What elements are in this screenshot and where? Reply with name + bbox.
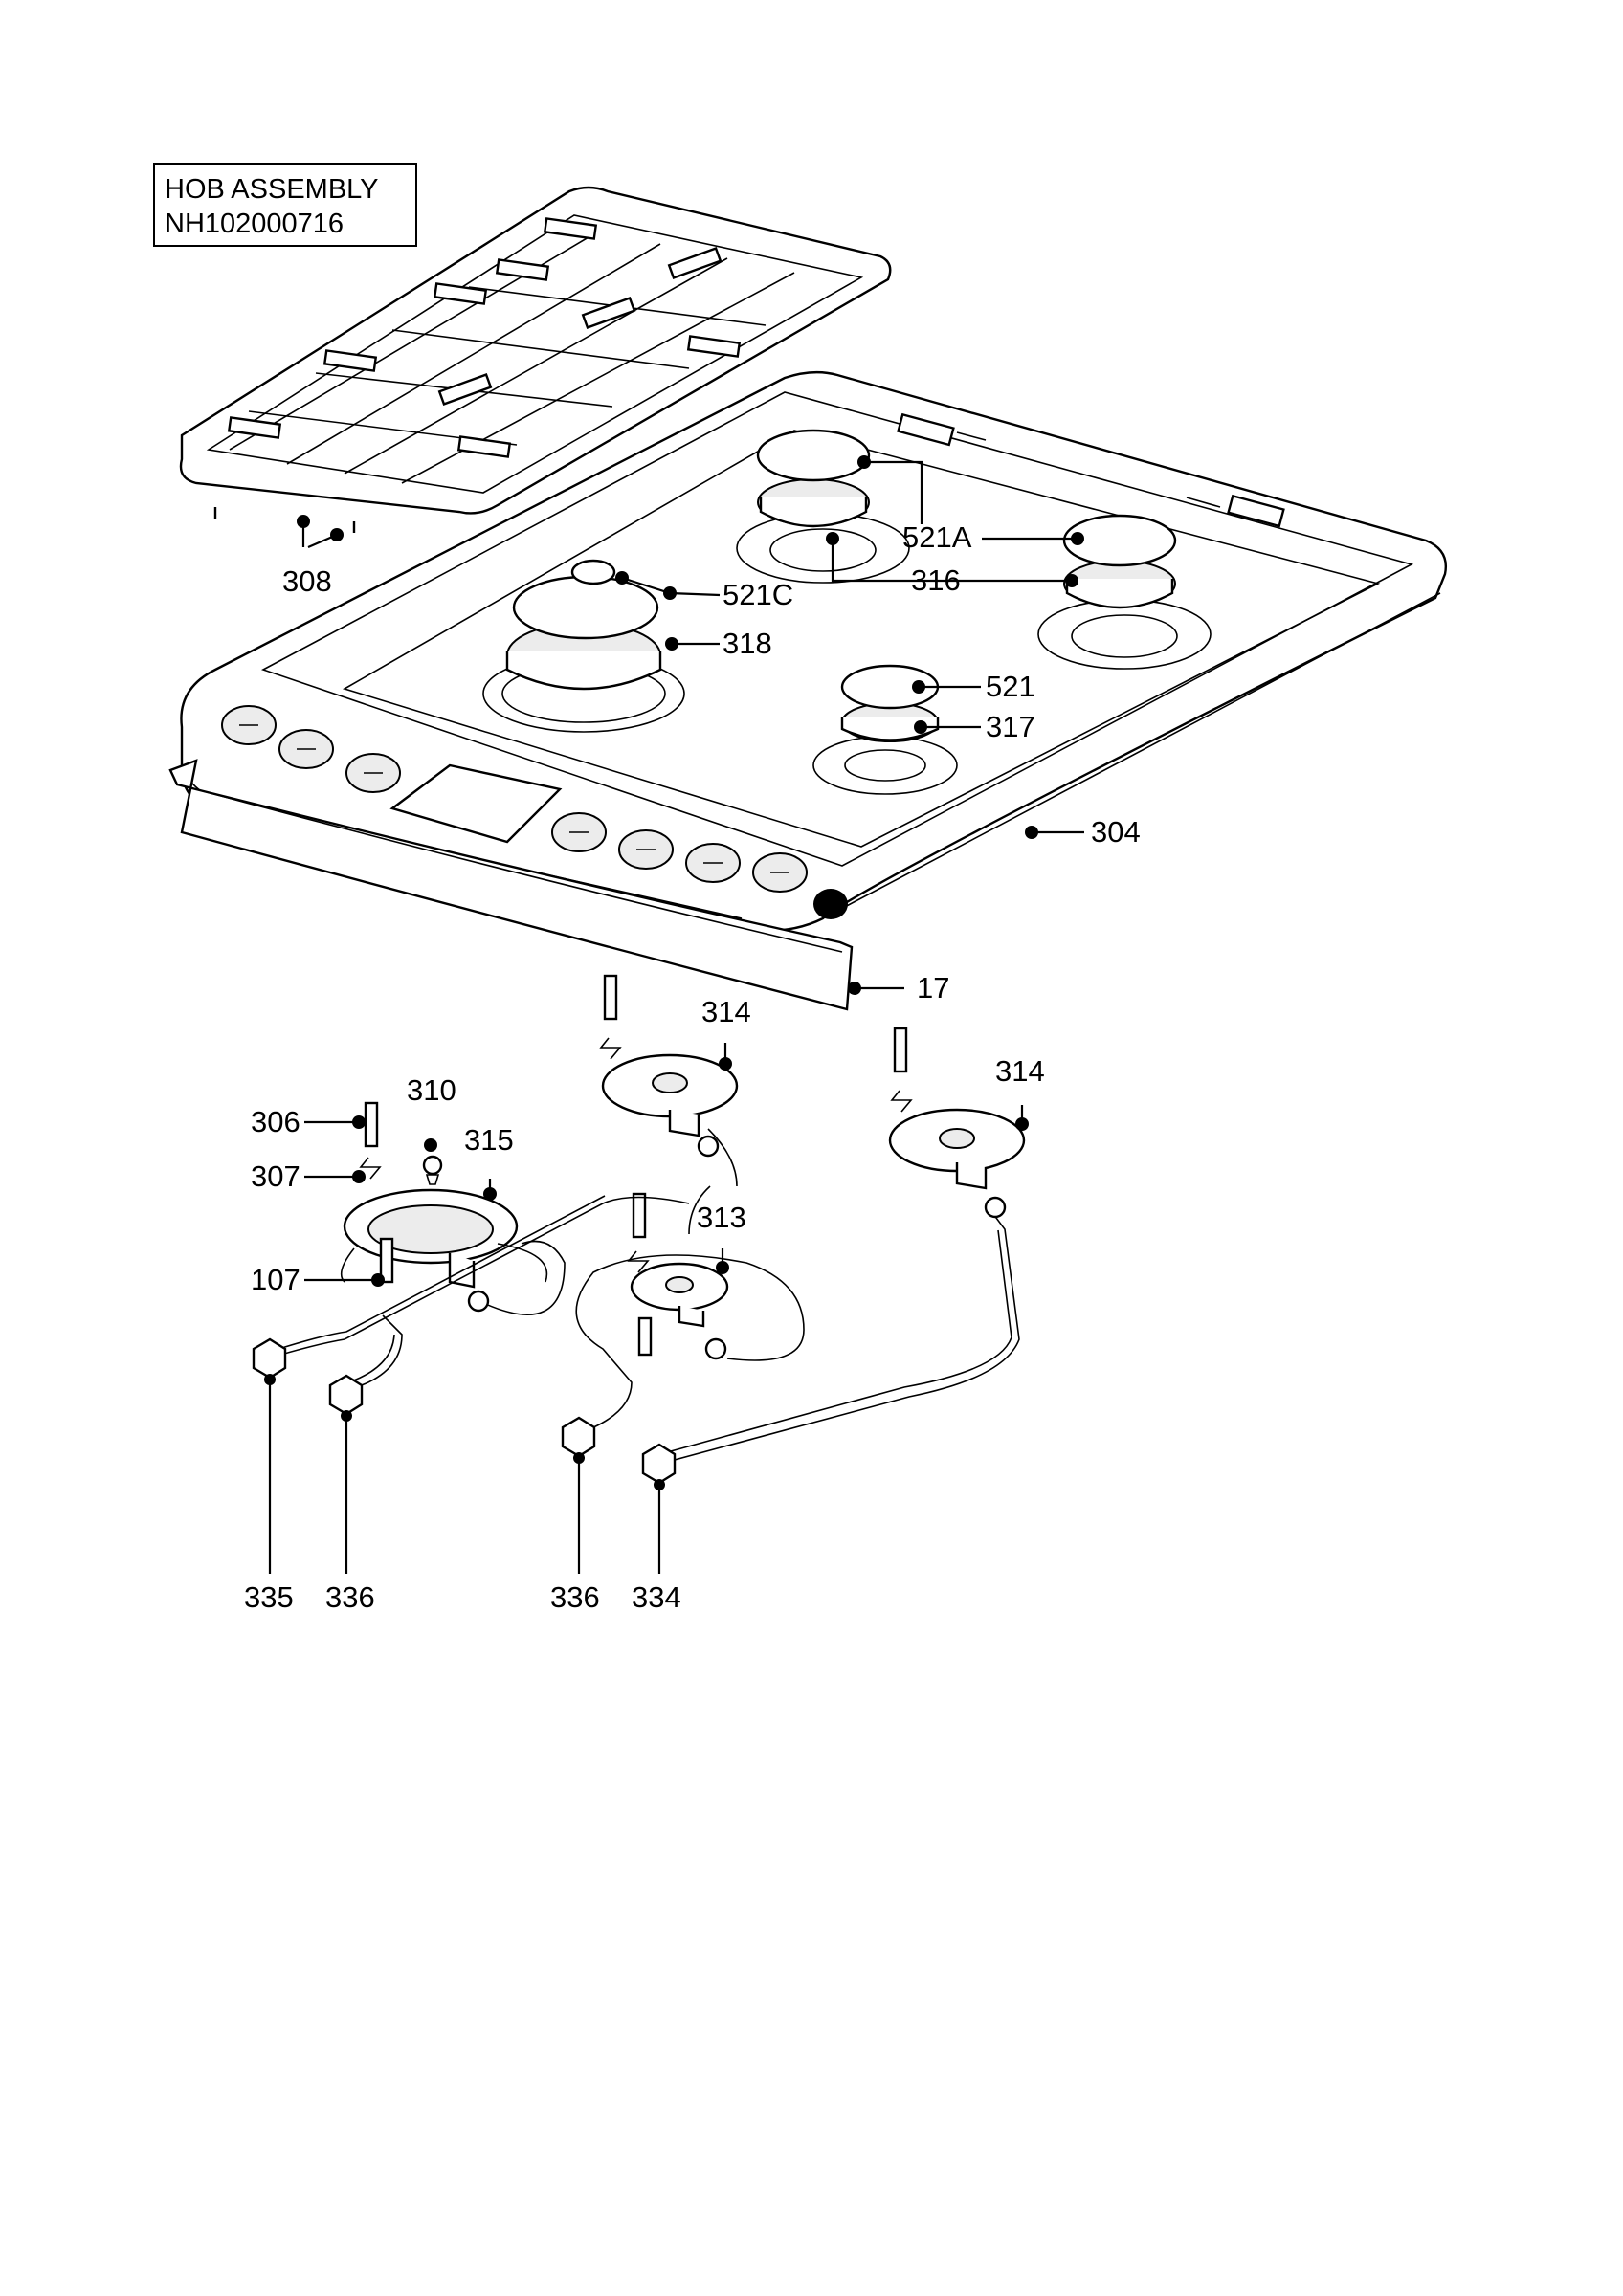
callout-304: 304 [1091, 815, 1141, 849]
burner-front-right [812, 664, 958, 795]
burner-triple-ring [482, 559, 685, 733]
burner-body-small [630, 1262, 729, 1328]
callout-labels: 308 521A 316 521C 318 521 317 304 17 314… [244, 520, 1141, 1614]
callout-313: 313 [697, 1201, 746, 1234]
burner-body-left [340, 1188, 548, 1289]
burner-rear-right [1037, 514, 1212, 670]
pipe-nuts [252, 1135, 1007, 1485]
callout-521: 521 [986, 670, 1035, 703]
callout-336-right: 336 [550, 1580, 600, 1614]
burner-body-right [888, 1108, 1026, 1190]
ignition-button [813, 889, 848, 919]
callout-107: 107 [251, 1263, 300, 1296]
electrodes [359, 974, 913, 1357]
diagram-title: HOB ASSEMBLY [165, 174, 379, 205]
callout-314-right: 314 [995, 1054, 1045, 1088]
callout-334: 334 [632, 1580, 681, 1614]
callout-315: 315 [464, 1123, 514, 1157]
hob-top-panel [180, 370, 1447, 933]
callout-308: 308 [282, 564, 332, 598]
callout-17: 17 [917, 971, 949, 1004]
callout-314-centre: 314 [701, 995, 751, 1028]
leader-lines [268, 460, 1084, 1574]
callout-335: 335 [244, 1580, 294, 1614]
callout-336-left: 336 [325, 1580, 375, 1614]
burner-rear-left [736, 429, 910, 584]
callout-307: 307 [251, 1159, 300, 1193]
callout-521C: 521C [723, 578, 793, 611]
display-panel [389, 763, 563, 844]
callout-521A: 521A [902, 520, 972, 554]
pan-support-grid [179, 186, 892, 533]
leader-dots [264, 455, 1084, 1490]
callout-316: 316 [911, 563, 961, 597]
callout-318: 318 [723, 627, 772, 660]
burner-body-centre [601, 1053, 739, 1137]
part-number: NH102000716 [165, 209, 345, 239]
callout-310: 310 [407, 1073, 456, 1107]
title-box: HOB ASSEMBLY NH102000716 [153, 163, 417, 247]
front-trim-strip [168, 759, 854, 1011]
callout-306: 306 [251, 1105, 300, 1138]
control-knob-recesses [221, 705, 808, 893]
callout-317: 317 [986, 710, 1035, 743]
